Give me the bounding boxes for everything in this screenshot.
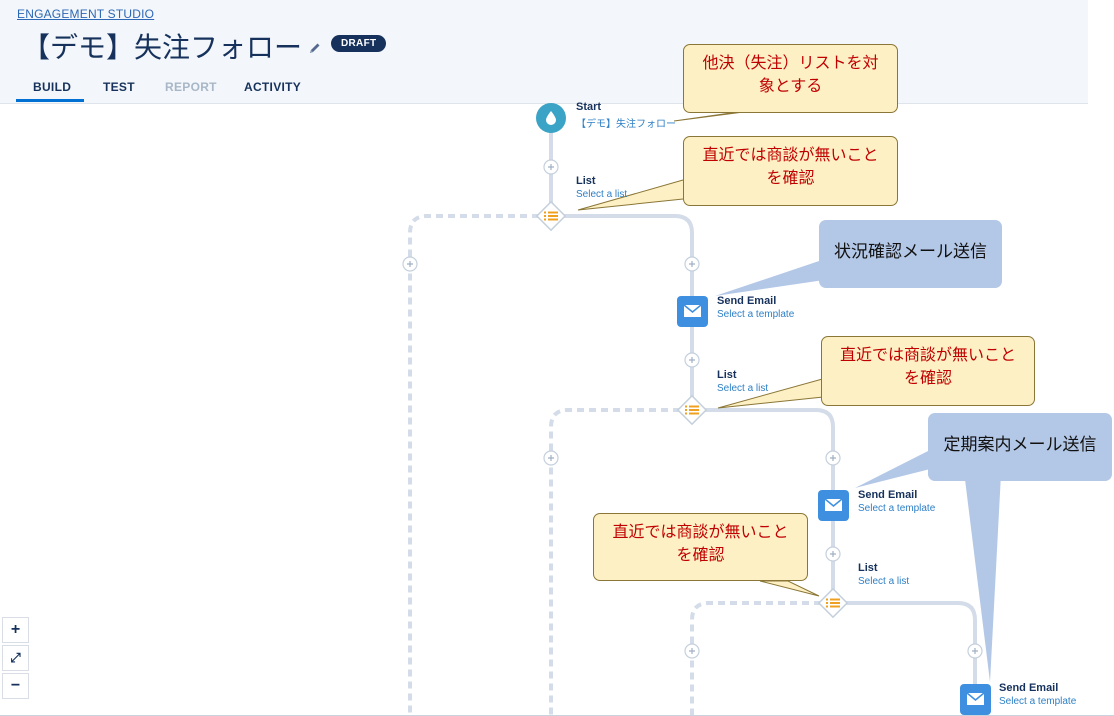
tab-report: REPORT <box>165 80 217 94</box>
callout-line: 直近では商談が無いこと <box>702 147 879 164</box>
email1-title: Send Email <box>717 295 777 307</box>
callout-check-no-deals: 直近では商談が無いこと を確認 <box>683 136 898 206</box>
callout-text: 定期案内メール送信 <box>943 435 1097 454</box>
email2-template-link[interactable]: Select a template <box>858 503 936 514</box>
start-node-title: Start <box>576 101 602 113</box>
envelope-icon <box>683 304 702 317</box>
dashed-no-branch <box>690 601 833 716</box>
list-rule-diamond[interactable] <box>676 394 708 426</box>
callout-line: 直近では商談が無いこと <box>612 524 789 541</box>
list-icon <box>685 405 699 415</box>
callout-text: 状況確認メール送信 <box>834 242 987 261</box>
connector-line <box>833 601 977 700</box>
callout-status-check-email: 状況確認メール送信 <box>819 220 1002 288</box>
zoom-out-button[interactable]: − <box>2 673 29 699</box>
list-rule-diamond[interactable] <box>817 587 849 619</box>
callout-target-lost-list: 他決（失注）リストを対 象とする <box>683 44 898 113</box>
start-node[interactable] <box>536 103 566 133</box>
send-email-node[interactable] <box>960 684 991 715</box>
callout-line: を確認 <box>766 170 815 187</box>
list-rule-diamond[interactable] <box>535 200 567 232</box>
callout-check-no-deals: 直近では商談が無いこと を確認 <box>593 513 808 581</box>
email3-title: Send Email <box>999 682 1059 694</box>
callout-line: を確認 <box>676 547 725 564</box>
list2-title: List <box>717 369 737 381</box>
email3-template-link[interactable]: Select a template <box>999 696 1077 707</box>
add-step-buttons[interactable] <box>402 159 983 659</box>
connector-line <box>551 214 694 312</box>
edit-title-pencil-icon[interactable] <box>308 41 322 55</box>
callout-line: 他決（失注）リストを対 <box>702 55 879 72</box>
list-icon <box>544 211 558 221</box>
envelope-icon <box>824 498 843 511</box>
email1-template-link[interactable]: Select a template <box>717 309 795 320</box>
start-node-subtitle[interactable]: 【デモ】失注フォロー <box>576 119 676 130</box>
list3-select-link[interactable]: Select a list <box>858 576 910 587</box>
active-tab-indicator <box>16 99 84 102</box>
callout-line: 象とする <box>758 78 823 95</box>
fit-to-screen-button[interactable]: ⤢ <box>2 645 29 671</box>
list1-title: List <box>576 175 596 187</box>
callout-line: 直近では商談が無いこと <box>839 347 1016 364</box>
callout-check-no-deals: 直近では商談が無いこと を確認 <box>821 336 1035 406</box>
status-badge: DRAFT <box>331 35 387 52</box>
tab-activity[interactable]: ACTIVITY <box>244 80 302 94</box>
breadcrumb-link[interactable]: ENGAGEMENT STUDIO <box>17 7 155 21</box>
connector-line <box>692 408 835 506</box>
envelope-icon <box>966 692 985 705</box>
tab-build[interactable]: BUILD <box>33 80 72 94</box>
email2-title: Send Email <box>858 489 918 501</box>
dashed-no-branch <box>549 408 692 716</box>
callout-line: を確認 <box>903 370 952 387</box>
tab-test[interactable]: TEST <box>103 80 135 94</box>
send-email-node[interactable] <box>818 490 849 521</box>
zoom-in-button[interactable]: + <box>2 617 29 643</box>
callout-periodic-email: 定期案内メール送信 <box>928 413 1112 481</box>
dashed-no-branch <box>408 214 551 716</box>
studio-header: ENGAGEMENT STUDIO 【デモ】失注フォロー DRAFT BUILD… <box>0 0 1088 104</box>
list3-title: List <box>858 562 878 574</box>
drop-icon <box>546 111 556 125</box>
list1-select-link[interactable]: Select a list <box>576 189 628 200</box>
list-icon <box>826 598 840 608</box>
page-title: 【デモ】失注フォロー <box>22 32 303 63</box>
list2-select-link[interactable]: Select a list <box>717 383 769 394</box>
send-email-node[interactable] <box>677 296 708 327</box>
